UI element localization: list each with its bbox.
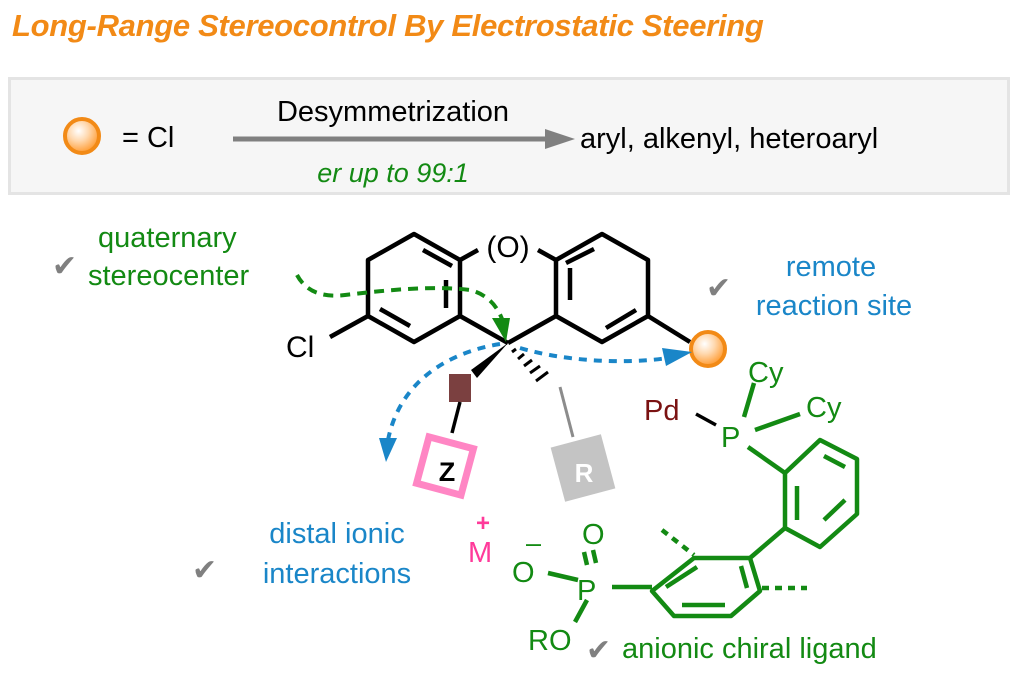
phosphine-p-label: P [721,422,740,454]
pd-p-bond [695,412,717,427]
metal-cation-label: M [468,537,492,569]
phosphonate-oxide-label: O [512,557,535,589]
arrow-label-desymmetrization: Desymmetrization [277,96,509,128]
page-title: Long-Range Stereocontrol By Electrostati… [12,8,764,43]
product-scope: aryl, alkenyl, heteroaryl [580,123,878,155]
blue-dashed-arrow-left [379,342,501,462]
orange-sphere-icon [63,117,101,155]
check-mark-icon: ✔ [706,271,731,306]
blue-dashed-arrow-right [519,346,692,366]
z-group-label: Z [439,457,456,487]
z-group-box [412,432,478,500]
ligand-skeleton [547,382,860,624]
reaction-scheme-box [8,77,1010,195]
orange-sphere-icon [689,330,727,368]
callout-ligand: anionic chiral ligand [622,633,877,665]
metal-charge: + [476,510,490,537]
check-mark-icon: ✔ [52,249,77,284]
phosphonate-minus-sign: – [526,528,541,558]
green-dashed-arrow [295,273,510,342]
callout-quaternary-line2: stereocenter [88,260,250,292]
chloro-label: Cl [286,331,314,364]
z-bond [450,401,462,434]
r-group-label: R [575,458,594,488]
legend-equals-cl: = Cl [122,122,174,154]
r-bond [558,386,575,438]
arrow-label-er: er up to 99:1 [317,158,469,188]
linker-square [449,374,471,402]
phosphonate-oxo-label: O [582,519,605,551]
callout-remote-line1: remote [786,251,876,283]
callout-distal-line1: distal ionic [269,518,404,550]
methyl-dashes [660,528,807,591]
callout-remote-line2: reaction site [756,290,912,322]
check-mark-icon: ✔ [192,553,217,588]
xanthene-core [328,231,692,345]
palladium-label: Pd [644,395,679,427]
wedge-bond [471,343,508,378]
callout-distal-line2: interactions [263,558,411,590]
check-mark-icon: ✔ [586,633,611,668]
reaction-arrow [233,129,575,149]
oxygen-bridge-label: (O) [486,231,529,264]
hashed-bond [511,347,549,383]
phosphonate-p-label: P [577,575,596,607]
callout-quaternary-line1: quaternary [98,222,237,254]
cyclohexyl-2-label: Cy [806,392,842,424]
r-group-box [550,434,616,502]
alkoxy-label: RO [528,625,572,657]
